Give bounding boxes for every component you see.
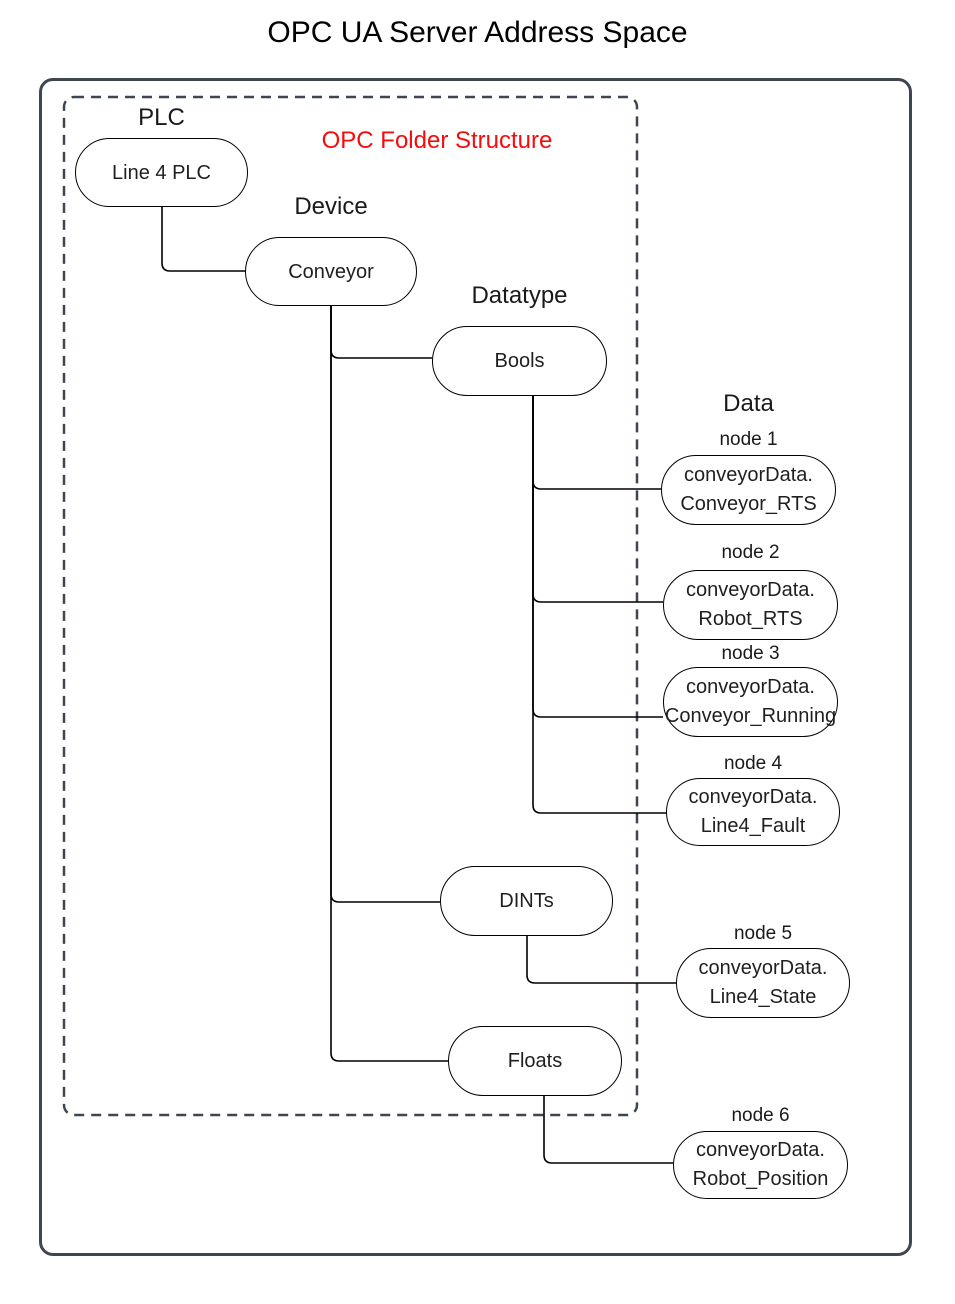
column-label-plc: PLC: [138, 104, 185, 131]
data-node-2-line2: Robot_RTS: [698, 608, 803, 630]
node-bools: Bools: [432, 326, 607, 396]
data-node-4: conveyorData. Line4_Fault: [666, 778, 840, 846]
node-line4-plc-label: Line 4 PLC: [112, 161, 211, 184]
data-node-1-line1: conveyorData.: [684, 464, 813, 486]
data-node-5-caption: node 5: [733, 923, 793, 944]
data-node-4-line1: conveyorData.: [688, 786, 818, 808]
node-floats-label: Floats: [507, 1050, 563, 1072]
data-node-6-line2: Robot_Position: [692, 1168, 829, 1190]
data-node-2-line1: conveyorData.: [686, 579, 815, 601]
connector-conveyor-dints: [330, 306, 440, 903]
data-node-6: conveyorData. Robot_Position: [673, 1131, 848, 1199]
node-floats: Floats: [448, 1026, 622, 1096]
node-line4-plc: Line 4 PLC: [75, 138, 248, 207]
node-conveyor-label: Conveyor: [288, 260, 374, 283]
connector-dints-node5: [526, 936, 676, 984]
outer-boundary: [39, 78, 912, 1256]
connector-bools-node4: [532, 396, 666, 814]
node-dints: DINTs: [440, 866, 613, 936]
data-node-6-caption: node 6: [731, 1105, 790, 1126]
data-node-2: conveyorData. Robot_RTS: [663, 570, 838, 640]
data-node-3: conveyorData. Conveyor_Running: [663, 667, 838, 737]
folder-structure-boundary: [62, 95, 639, 1117]
data-node-5: conveyorData. Line4_State: [676, 948, 850, 1018]
connector-bools-node2: [532, 396, 663, 603]
connector-conveyor-bools: [330, 306, 432, 359]
data-node-3-line2: Conveyor_Running: [664, 705, 837, 727]
connector-conveyor-floats: [330, 306, 448, 1062]
data-node-5-line2: Line4_State: [709, 986, 817, 1008]
data-node-1-line2: Conveyor_RTS: [680, 493, 817, 515]
data-node-6-line1: conveyorData.: [696, 1139, 825, 1161]
data-node-5-line1: conveyorData.: [698, 957, 828, 979]
data-node-1-caption: node 1: [719, 429, 778, 450]
data-node-3-line1: conveyorData.: [686, 676, 815, 698]
node-dints-label: DINTs: [499, 890, 554, 912]
column-label-data: Data: [723, 390, 774, 417]
node-conveyor: Conveyor: [245, 237, 417, 306]
data-node-3-caption: node 3: [721, 643, 780, 664]
connector-floats-node6: [543, 1096, 673, 1164]
data-node-4-caption: node 4: [723, 753, 783, 774]
data-node-4-line2: Line4_Fault: [700, 815, 806, 837]
column-label-datatype: Datatype: [471, 282, 568, 309]
page-title: OPC UA Server Address Space: [267, 16, 688, 49]
opc-folder-structure-label: OPC Folder Structure: [321, 127, 553, 154]
data-node-1: conveyorData. Conveyor_RTS: [661, 455, 836, 525]
connector-bools-node1: [532, 396, 661, 490]
data-node-2-caption: node 2: [721, 542, 780, 563]
node-bools-label: Bools: [494, 350, 545, 372]
column-label-device: Device: [294, 193, 368, 220]
connector-bools-node3: [532, 396, 663, 718]
connector-plc-conveyor: [161, 207, 245, 272]
